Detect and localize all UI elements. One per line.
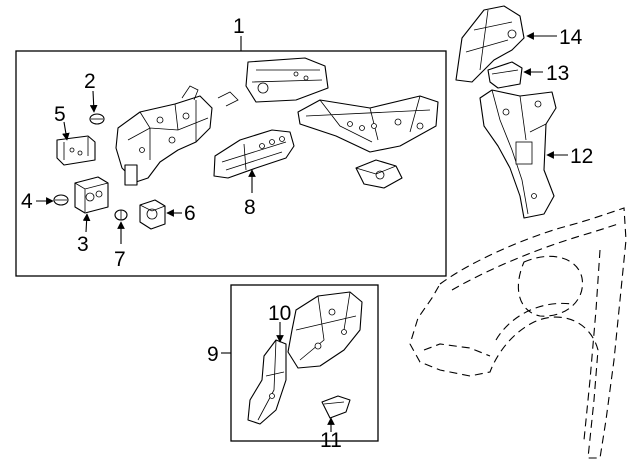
callout-9[interactable]: 9: [207, 343, 219, 366]
callout-5[interactable]: 5: [54, 103, 66, 126]
callout-2[interactable]: 2: [84, 70, 96, 93]
part-10-pillar[interactable]: [247, 339, 287, 425]
leader-2: [89, 90, 98, 113]
part-frame-rail[interactable]: [297, 95, 439, 153]
callout-10[interactable]: 10: [268, 302, 291, 325]
callout-13[interactable]: 13: [546, 62, 569, 85]
part-7-stud[interactable]: [114, 209, 128, 221]
part-2-clip[interactable]: [89, 113, 105, 125]
part-3-mount[interactable]: [74, 176, 109, 214]
callout-3[interactable]: 3: [77, 233, 89, 256]
part-12-hinge-pillar[interactable]: [479, 89, 557, 219]
part-apron-assembly[interactable]: [115, 85, 239, 186]
part-upper-panel[interactable]: [245, 57, 329, 103]
part-lower-bracket[interactable]: [355, 159, 403, 189]
callout-14[interactable]: 14: [559, 26, 583, 49]
part-6-bushing[interactable]: [139, 199, 166, 230]
callout-7[interactable]: 7: [114, 248, 126, 271]
callout-1[interactable]: 1: [233, 15, 245, 38]
part-9-inner-assembly[interactable]: [287, 291, 363, 369]
callout-6[interactable]: 6: [184, 202, 196, 225]
leader-5: [62, 121, 70, 141]
callout-8[interactable]: 8: [244, 196, 256, 219]
fender-outline: [409, 207, 627, 459]
part-13-brace[interactable]: [487, 61, 523, 89]
part-5-bracket[interactable]: [56, 135, 96, 166]
leader-3: [82, 213, 91, 233]
part-14-extension[interactable]: [455, 5, 525, 83]
callout-4[interactable]: 4: [21, 190, 33, 213]
part-4-bolt[interactable]: [53, 194, 69, 206]
part-8-reinforcement[interactable]: [213, 129, 295, 179]
group-box-9: [230, 284, 379, 442]
callout-12[interactable]: 12: [570, 145, 593, 168]
callout-11[interactable]: 11: [320, 429, 342, 452]
part-11-clip[interactable]: [321, 395, 351, 419]
group-box-1: [15, 50, 447, 277]
